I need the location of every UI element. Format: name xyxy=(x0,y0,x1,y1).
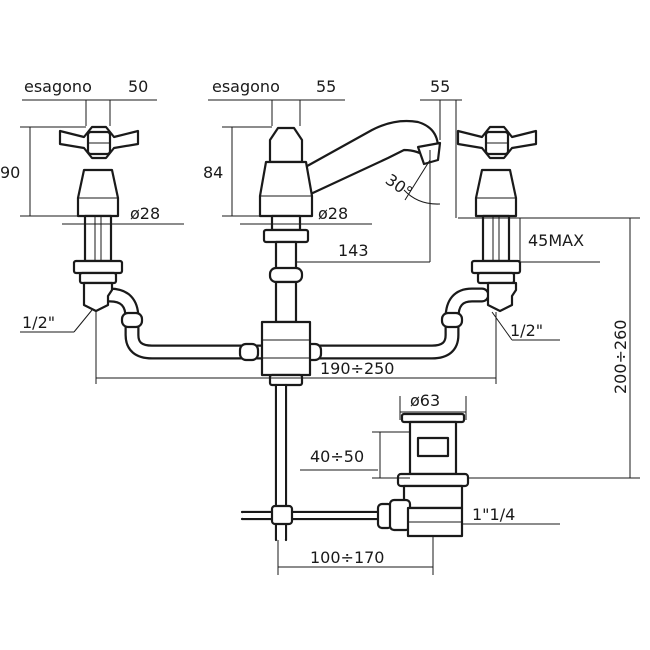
waste-slot xyxy=(416,436,450,458)
tee-bottom-nut xyxy=(268,373,304,387)
height-left-label: 90 xyxy=(0,163,20,182)
waste-flange xyxy=(396,472,470,488)
hex-left-label: esagono xyxy=(24,77,92,96)
waste-plug xyxy=(400,412,466,424)
spout-tube xyxy=(274,240,298,272)
right-valve xyxy=(456,125,538,313)
spout-tube-lower xyxy=(274,280,298,324)
hex-left-value: 50 xyxy=(128,77,148,96)
spout-body xyxy=(258,160,314,218)
spout-arm xyxy=(298,119,440,200)
hex-center-label: esagono xyxy=(212,77,280,96)
left-valve-spindle xyxy=(83,214,113,263)
dimension-labels: esagono 50 esagono 55 55 90 84 30° ø28 ø… xyxy=(0,77,630,567)
max-deck-label: 45MAX xyxy=(528,231,584,250)
pipe-coupling-left-lower xyxy=(238,342,260,362)
dia-center-label: ø28 xyxy=(318,204,348,223)
angle-label: 30° xyxy=(382,170,416,202)
left-valve-bell xyxy=(76,168,120,218)
right-lock-nut xyxy=(470,259,522,275)
tee-connector xyxy=(260,320,312,377)
left-valve-outlet xyxy=(82,281,114,313)
spout-shank xyxy=(270,214,302,232)
thread-left-label: 1/2" xyxy=(22,313,55,332)
waste-dia-label: ø63 xyxy=(410,391,440,410)
thread-right-label: 1/2" xyxy=(510,321,543,340)
centers-range-label: 190÷250 xyxy=(320,359,394,378)
spout-lock-nut xyxy=(262,228,310,244)
popup-rod-assembly xyxy=(240,383,394,542)
left-lock-nut xyxy=(72,259,124,275)
spout-reach-label: 143 xyxy=(338,241,369,260)
center-spout xyxy=(258,119,442,387)
dimension-lines xyxy=(20,99,640,575)
rod-range-label: 100÷170 xyxy=(310,548,384,567)
spout-nozzle xyxy=(416,141,442,166)
waste-thread-label: 1"1/4 xyxy=(472,505,515,524)
dia-left-label: ø28 xyxy=(130,204,160,223)
right-valve-shank xyxy=(476,271,516,285)
spout-hex-top xyxy=(268,126,304,164)
spout-tube-nut xyxy=(268,266,304,284)
waste-fitting xyxy=(388,412,470,538)
right-valve-bell xyxy=(474,168,518,218)
right-valve-outlet xyxy=(486,281,518,313)
connection-pipes xyxy=(92,287,490,362)
rod-clamp xyxy=(270,504,294,526)
waste-body xyxy=(402,484,464,510)
left-valve-shank xyxy=(78,271,118,285)
hex-center-value: 55 xyxy=(316,77,336,96)
pipe-coupling-right-upper xyxy=(440,311,464,329)
total-height-label: 200÷260 xyxy=(611,320,630,394)
waste-height-label: 40÷50 xyxy=(310,447,364,466)
spout-reach-top-label: 55 xyxy=(430,77,450,96)
right-valve-spindle xyxy=(481,214,511,263)
left-valve xyxy=(58,125,140,313)
pipe-coupling-left-upper xyxy=(120,311,144,329)
height-center-label: 84 xyxy=(203,163,223,182)
